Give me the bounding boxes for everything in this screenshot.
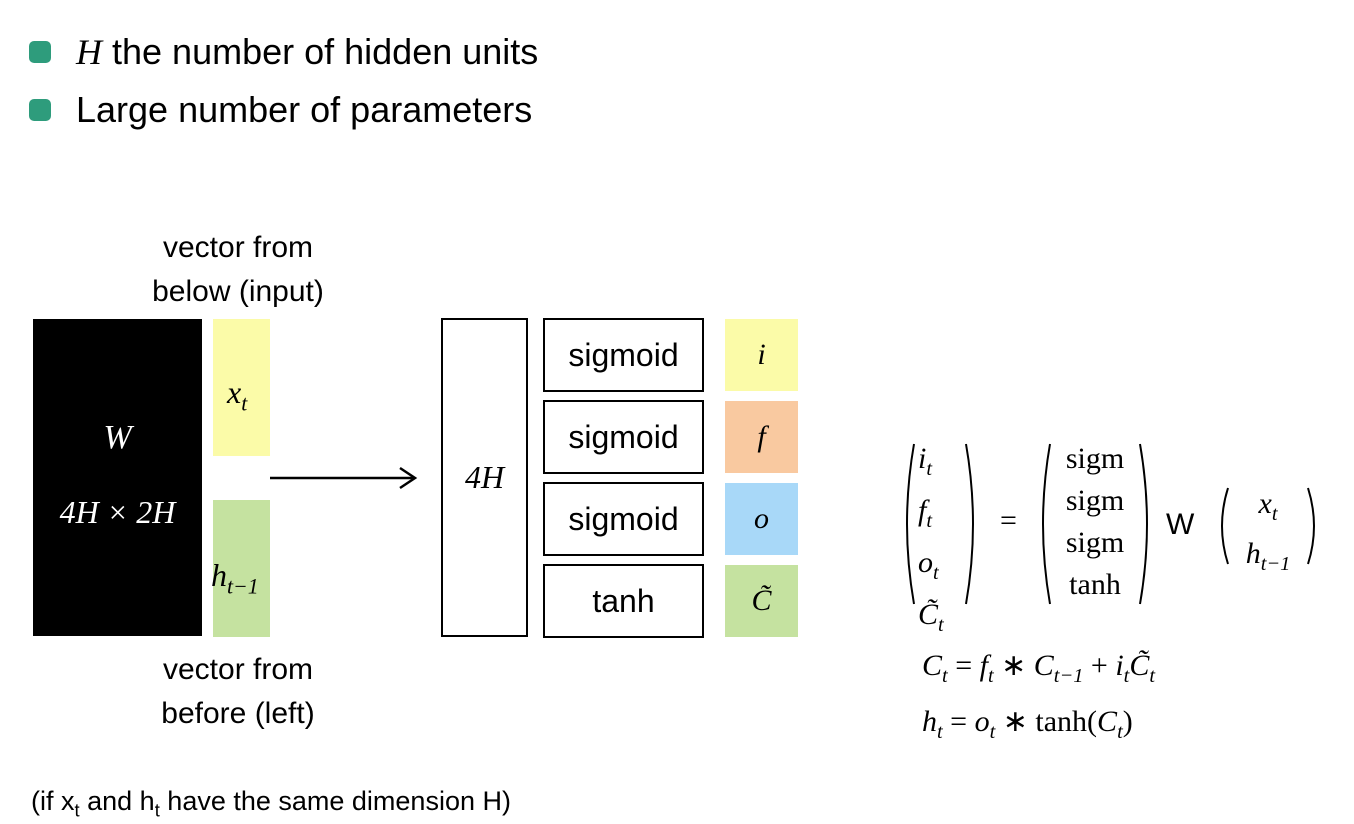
weight-symbol: W — [1166, 508, 1195, 541]
cell-update-equation: Ct = ft ∗ Ct−1 + itC̃t — [922, 649, 1156, 688]
input-vector-x: xt — [213, 319, 270, 456]
h-prev-label: ht−1 — [211, 557, 259, 599]
caption-input-line1: vector from — [162, 231, 314, 264]
bullet-hidden-units: H the number of hidden units — [76, 31, 538, 73]
caption-prev-line2: before (left) — [161, 697, 315, 730]
caption-input: vector from below (input) — [118, 226, 358, 314]
weight-matrix-label: W — [103, 419, 132, 456]
footnote: (if xt and ht have the same dimension H) — [31, 786, 511, 821]
output-column-4h: 4H — [441, 318, 528, 637]
act-left-paren — [1042, 443, 1051, 605]
bullet-text: the number of hidden units — [102, 31, 539, 72]
lhs-vector: it ft ot C̃t — [918, 442, 944, 637]
bullet-parameters: Large number of parameters — [76, 89, 533, 130]
gate-output-o: o — [725, 483, 798, 555]
hidden-update-equation: ht = ot ∗ tanh(Ct) — [922, 705, 1133, 744]
input-vector-h: ht−1 — [211, 500, 270, 637]
gate-output-c-tilde: C̃ — [725, 565, 798, 637]
gate-sigmoid-i: sigmoid — [543, 318, 704, 392]
bullet-marker-2 — [29, 99, 51, 121]
input-left-paren — [1221, 487, 1229, 565]
weight-matrix: W 4H × 2H — [33, 319, 202, 636]
gate-output-i: i — [725, 319, 798, 391]
bullet-marker-1 — [29, 41, 51, 63]
caption-prev-line1: vector from — [162, 653, 314, 686]
caption-input-line2: below (input) — [152, 275, 324, 308]
gate-sigmoid-f: sigmoid — [543, 400, 704, 474]
lhs-left-paren — [906, 443, 915, 605]
gate-sigmoid-o: sigmoid — [543, 482, 704, 556]
matrix-equation: it ft ot C̃t = sigm sigm sigm tanh W xt … — [890, 438, 1330, 637]
caption-previous: vector from before (left) — [118, 648, 358, 736]
h-symbol: H — [76, 32, 102, 72]
equals-sign: = — [1000, 504, 1017, 537]
output-column-label: 4H — [464, 459, 505, 495]
activation-vector: sigm sigm sigm tanh — [1065, 442, 1125, 601]
gate-output-f: f — [725, 401, 798, 473]
x-t-label: xt — [227, 374, 248, 416]
arrow-icon — [270, 466, 418, 490]
gate-tanh-c: tanh — [543, 564, 704, 638]
input-right-paren — [1307, 487, 1315, 565]
weight-matrix-dims: 4H × 2H — [59, 494, 176, 530]
input-vector: xt ht−1 — [1245, 487, 1291, 576]
act-right-paren — [1139, 443, 1148, 605]
lhs-right-paren — [965, 443, 974, 605]
